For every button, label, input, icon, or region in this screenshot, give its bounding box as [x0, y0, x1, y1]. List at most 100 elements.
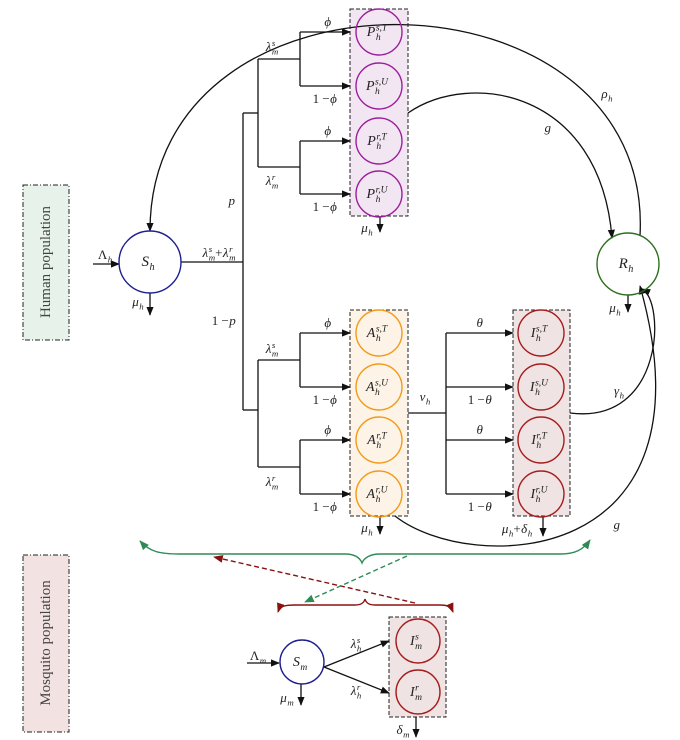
human-to-mosquito-brace [139, 539, 591, 565]
label-subscript: h [368, 228, 373, 238]
label-symbol: μ [501, 521, 509, 536]
flow-lines [93, 23, 656, 738]
label-superscript: r,U [536, 485, 549, 495]
label-symbol: μ [131, 294, 139, 309]
label-symbol: p [228, 193, 236, 208]
label-symbol: ϕ [330, 91, 337, 106]
label-subscript: h [376, 33, 381, 43]
label-subscript: h [628, 264, 633, 275]
label-superscript: s [272, 340, 276, 350]
label-symbol: 1 − [212, 313, 229, 328]
label-subscript: h [536, 495, 541, 505]
edge-label-omphi4: 1 − ϕ [313, 499, 338, 514]
label-subscript: m [272, 349, 278, 359]
label-symbol: λ [265, 173, 272, 188]
node-ArT-circle [355, 416, 403, 464]
label-subscript: h [528, 529, 533, 539]
label-superscript: s,U [535, 378, 549, 388]
node-Sm-circle [279, 639, 325, 685]
edge-label-p: p [228, 193, 236, 208]
label-symbol: μ [360, 520, 368, 535]
label-symbol: S [293, 655, 300, 670]
edge-label-omth2: 1 − θ [468, 499, 493, 514]
label-symbol: + [513, 521, 520, 536]
label-symbol: μ [360, 220, 368, 235]
label-superscript: r,T [376, 431, 387, 441]
edge-label-phi2: ϕ [324, 123, 331, 138]
label-subscript: m [209, 253, 215, 263]
label-symbol: ϕ [324, 14, 331, 29]
label-symbol: μ [279, 690, 287, 705]
label-subscript: m [260, 656, 266, 666]
node-PrU-circle [355, 170, 403, 218]
node-Sh-circle [118, 230, 182, 294]
edge-label-gA: g [614, 517, 621, 532]
node-AsT-circle [355, 309, 403, 357]
mosquito-infected-box [388, 616, 447, 718]
label-symbol: Λ [250, 648, 260, 663]
label-superscript: r [357, 682, 361, 692]
label-symbol: I [529, 487, 536, 502]
label-symbol: λ [265, 341, 272, 356]
label-symbol: ϕ [324, 315, 331, 330]
edge-label-phi3: ϕ [324, 315, 331, 330]
label-superscript: s [209, 244, 213, 254]
label-symbol: Λ [98, 247, 108, 262]
label-symbol: 1 − [468, 499, 485, 514]
label-subscript: h [535, 388, 540, 398]
edge-label-th2: θ [477, 422, 484, 437]
label-symbol: I [530, 433, 537, 448]
label-symbol: θ [477, 315, 484, 330]
label-subscript: h [376, 195, 381, 205]
label-subscript: h [375, 87, 380, 97]
edge-label-omphi2: 1 − ϕ [313, 199, 338, 214]
label-symbol: θ [485, 499, 492, 514]
label-symbol: ϕ [324, 422, 331, 437]
label-symbol: λ [350, 683, 357, 698]
label-symbol: P [365, 79, 375, 94]
label-symbol: λ [202, 245, 209, 260]
label-subscript: h [608, 94, 613, 104]
label-symbol: 1 − [313, 91, 330, 106]
label-symbol: I [530, 326, 537, 341]
label-symbol: ϕ [330, 499, 337, 514]
label-subscript: h [536, 334, 541, 344]
mosquito-to-human-brace [277, 598, 454, 613]
label-symbol: A [366, 487, 376, 502]
label-symbol: λ [350, 636, 357, 651]
label-subscript: h [376, 495, 381, 505]
label-symbol: S [141, 254, 149, 270]
label-subscript: h [357, 691, 362, 701]
label-symbol: μ [608, 300, 616, 315]
label-subscript: h [149, 262, 154, 273]
label-subscript: m [272, 47, 278, 57]
label-symbol: P [366, 134, 376, 149]
label-subscript: h [108, 255, 113, 265]
label-symbol: ϕ [330, 199, 337, 214]
label-subscript: m [415, 693, 422, 703]
label-superscript: r,U [376, 185, 389, 195]
node-IrU-circle [517, 470, 565, 518]
label-superscript: r,T [376, 132, 387, 142]
label-subscript: h [368, 528, 373, 538]
label-symbol: 1 − [313, 499, 330, 514]
recovery-arc-infected [569, 288, 656, 415]
